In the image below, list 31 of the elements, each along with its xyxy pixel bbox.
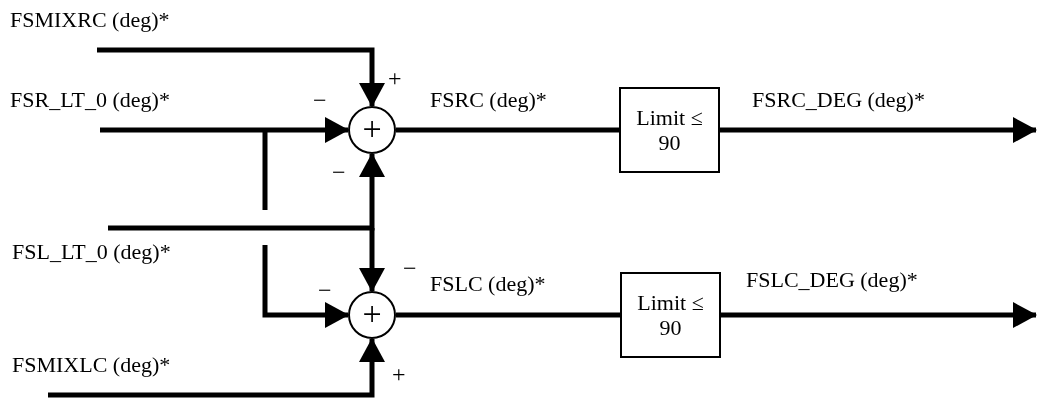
signal-line: [396, 127, 619, 133]
summing-junction: [348, 291, 396, 339]
summing-junction: [348, 106, 396, 154]
signal-arrow: [100, 117, 349, 143]
block-label: Limit ≤ 90: [636, 289, 705, 341]
signal-label: FSMIXRC (deg)*: [10, 8, 170, 33]
sign-label: −: [403, 256, 417, 280]
signal-arrow: [48, 338, 385, 398]
sign-label: −: [332, 160, 346, 184]
signal-arrow: [108, 153, 385, 231]
block-label: Limit ≤ 90: [635, 104, 704, 156]
limiter-block: [620, 272, 721, 358]
plus-sign: +: [362, 296, 382, 331]
signal-line: [396, 312, 620, 318]
plus-sign: +: [362, 111, 382, 146]
signal-label: FSRC (deg)*: [430, 88, 547, 113]
signal-arrow: [97, 47, 385, 107]
signal-arrow: [720, 117, 1037, 143]
signal-label: FSRC_DEG (deg)*: [752, 88, 925, 113]
signal-label: FSLC_DEG (deg)*: [746, 268, 918, 293]
sign-label: +: [392, 362, 406, 386]
signal-label: FSL_LT_0 (deg)*: [12, 240, 171, 265]
limiter-block: [619, 87, 720, 173]
signal-label: FSMIXLC (deg)*: [12, 353, 171, 378]
signal-label: FSLC (deg)*: [430, 272, 546, 297]
signal-arrow: [721, 302, 1037, 328]
signal-arrow: [359, 228, 385, 292]
sign-label: +: [388, 66, 402, 90]
signal-label: FSR_LT_0 (deg)*: [10, 88, 170, 113]
sign-label: −: [318, 278, 332, 302]
sign-label: −: [313, 88, 327, 112]
